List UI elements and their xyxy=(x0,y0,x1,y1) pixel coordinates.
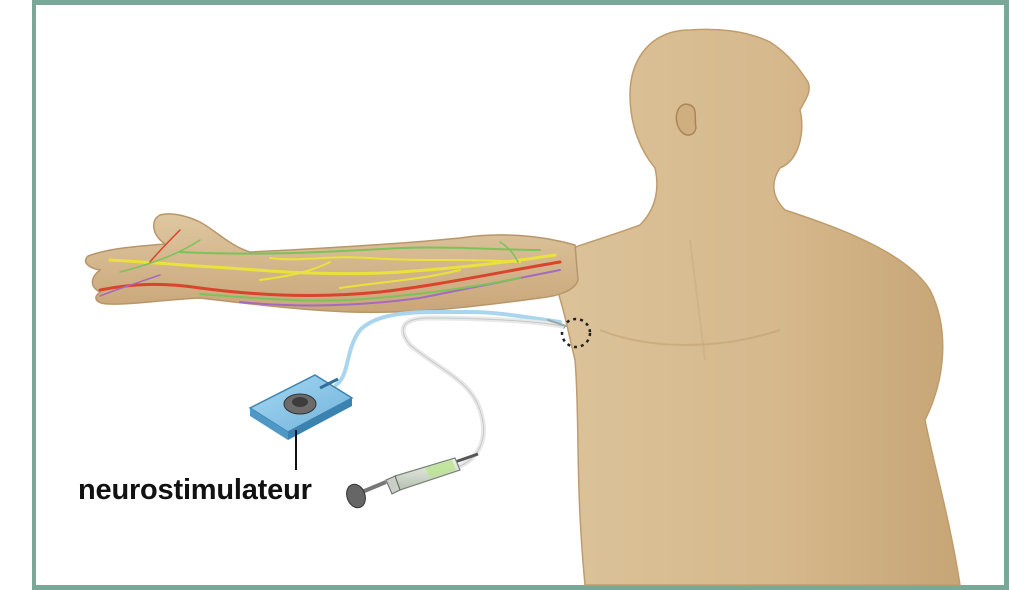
cables xyxy=(336,312,566,468)
syringe-icon xyxy=(343,454,478,510)
neurostimulator-label: neurostimulateur xyxy=(78,474,312,507)
human-torso xyxy=(540,29,960,585)
